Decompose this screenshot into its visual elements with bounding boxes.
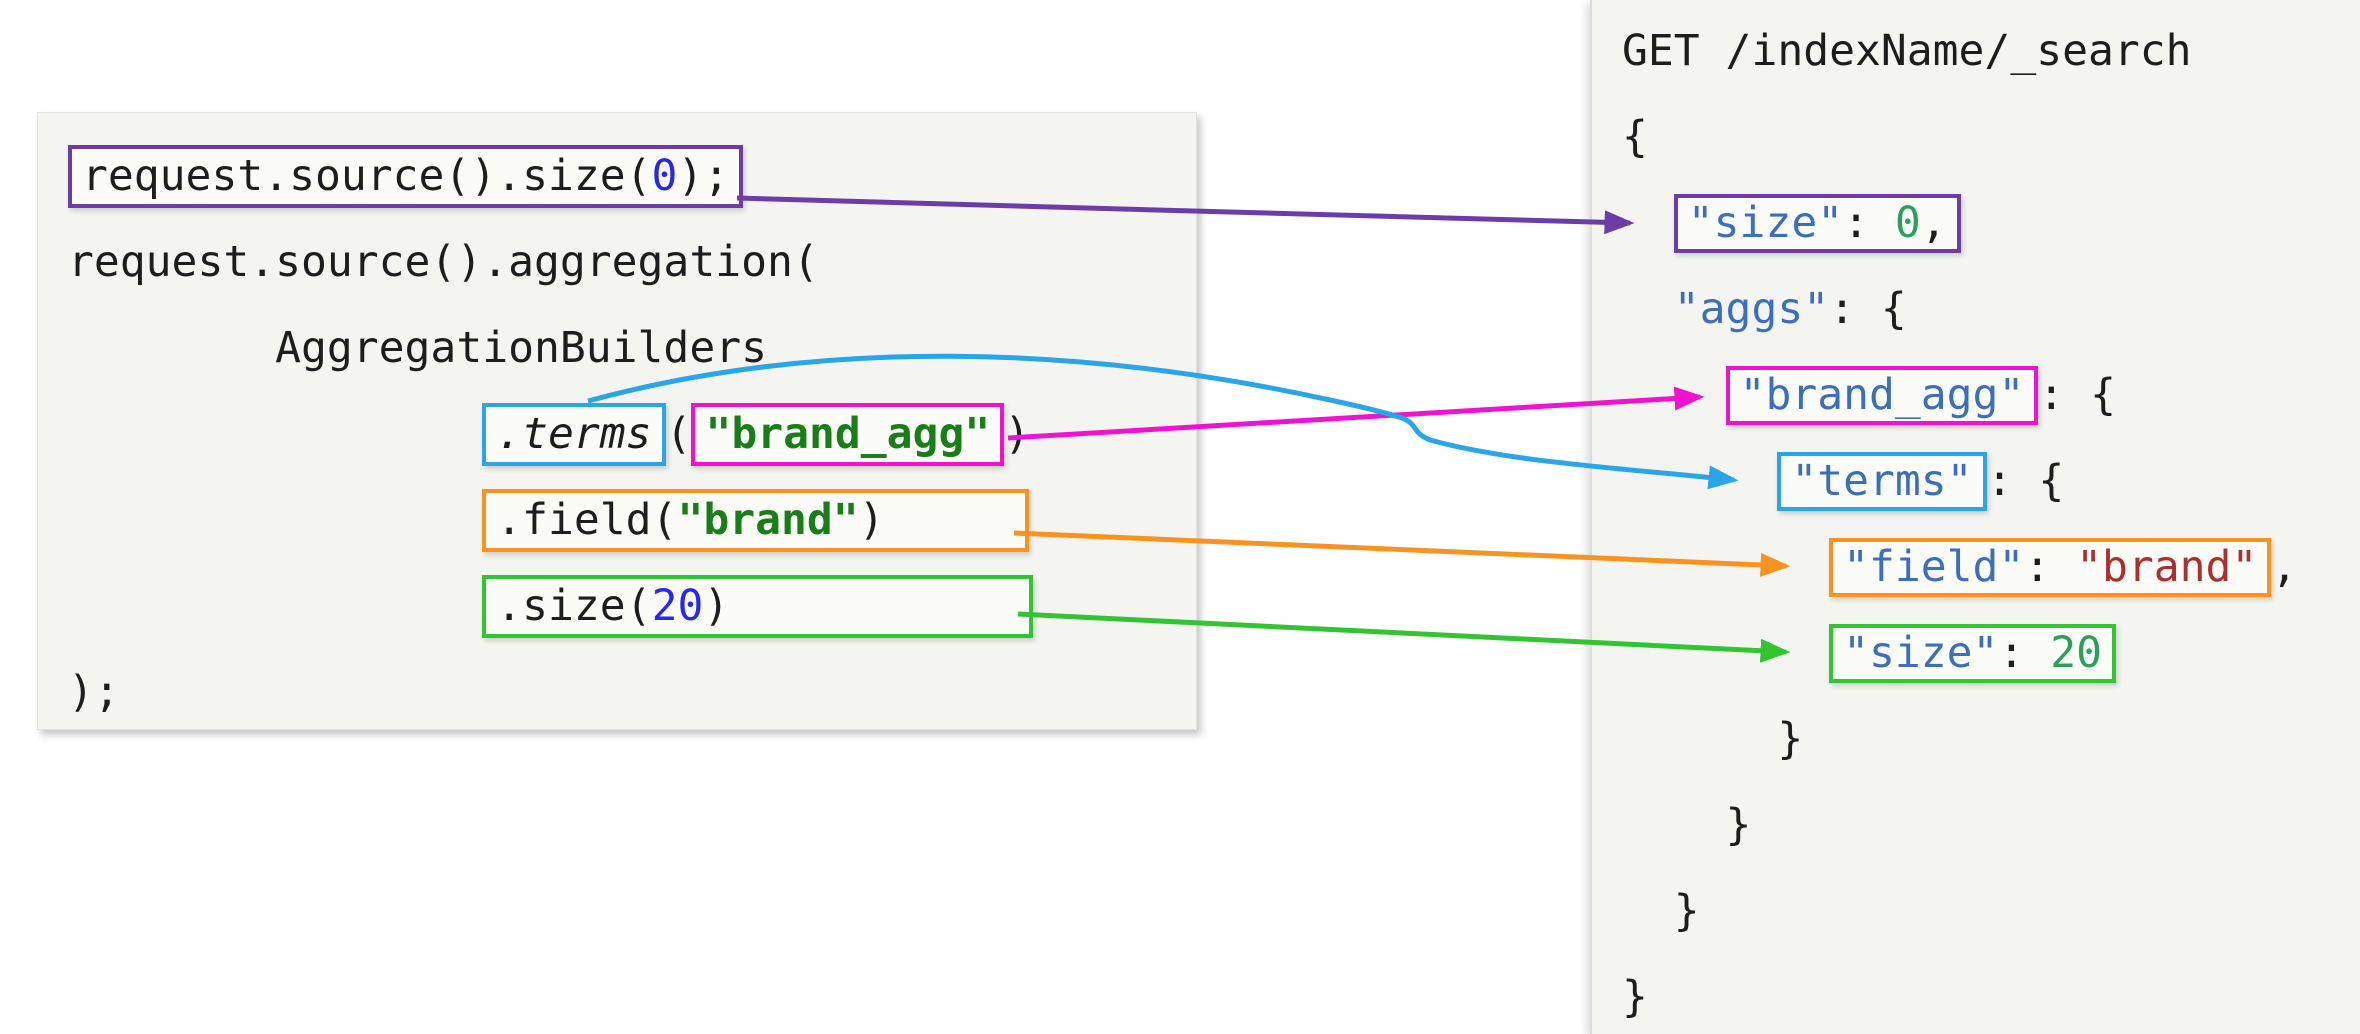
code-line: "size": 0,: [1622, 180, 2360, 266]
token-terms-key: "terms": [1791, 455, 1973, 506]
field-box-left: .field("brand"): [482, 488, 1029, 552]
token-close-brace: }: [1622, 799, 1752, 850]
code-line: }: [1622, 868, 2360, 954]
token-java-close: );: [677, 150, 730, 201]
indent: [68, 499, 482, 542]
code-line: .field("brand"): [68, 477, 1196, 563]
token-brand-string: "brand": [677, 494, 859, 545]
token-close-paren: ): [1004, 408, 1031, 459]
code-line: }: [1622, 696, 2360, 782]
token-close-brace: }: [1622, 971, 1648, 1022]
indent: [1622, 202, 1674, 245]
token-aggs-key: "aggs": [1673, 283, 1830, 334]
token-comma: ,: [1920, 197, 1947, 248]
indent: [1622, 374, 1726, 417]
code-line: GET /indexName/_search: [1622, 8, 2360, 94]
indent: [68, 585, 482, 628]
indent: [68, 413, 482, 456]
token-colon-brace: : {: [2038, 369, 2117, 420]
token-colon: :: [1843, 197, 1895, 248]
code-line: {: [1622, 94, 2360, 180]
request-method-line: GET /indexName/_search: [1622, 25, 2192, 76]
token-size-key: "size": [1687, 197, 1844, 248]
token-comma: ,: [2271, 541, 2298, 592]
size-twenty-box-left: .size(20): [482, 574, 1034, 638]
token-close-brace: }: [1622, 713, 1804, 764]
token-close-paren: ): [858, 494, 885, 545]
token-aggregation-builders: AggregationBuilders: [68, 322, 767, 373]
token-number-20: 20: [2050, 627, 2103, 678]
indent: [1622, 460, 1777, 503]
code-line: "brand_agg" : {: [1622, 352, 2360, 438]
token-size-call: .size(: [496, 580, 652, 631]
size-twenty-box-right: "size": 20: [1829, 623, 2117, 683]
token-number-0: 0: [651, 150, 678, 201]
indent: [1622, 632, 1829, 675]
code-line: request.source().aggregation(: [68, 219, 1196, 305]
token-colon-brace: : {: [1986, 455, 2065, 506]
token-field-key: "field": [1843, 541, 2025, 592]
code-line: );: [68, 649, 1196, 735]
indent: [1622, 546, 1829, 589]
code-line: }: [1622, 954, 2360, 1034]
token-colon: :: [1998, 627, 2051, 678]
token-open-paren: (: [665, 408, 692, 459]
terms-box-right: "terms": [1777, 451, 1987, 511]
token-colon: :: [2024, 541, 2077, 592]
token-open-brace: {: [1622, 111, 1648, 162]
token-java-aggregation-call: request.source().aggregation(: [68, 236, 819, 287]
field-box-right: "field": "brand": [1829, 537, 2272, 597]
code-line: }: [1622, 782, 2360, 868]
indent: [1622, 288, 1674, 331]
token-field-call: .field(: [496, 494, 678, 545]
code-line: .size(20): [68, 563, 1196, 649]
code-line: "terms" : {: [1622, 438, 2360, 524]
token-brand-agg-key: "brand_agg": [1739, 369, 2025, 420]
token-number-20: 20: [651, 580, 704, 631]
token-java-call: request.source().size(: [82, 150, 652, 201]
code-line: "aggs": {: [1622, 266, 2360, 352]
code-line: request.source().size(0);: [68, 133, 1196, 219]
token-terms-method: .terms: [496, 408, 652, 459]
code-line: "field": "brand",: [1622, 524, 2360, 610]
size-zero-box-right: "size": 0,: [1673, 193, 1961, 253]
code-line: AggregationBuilders: [68, 305, 1196, 391]
java-code-panel: request.source().size(0); request.source…: [37, 112, 1197, 730]
token-brand-value: "brand": [2076, 541, 2258, 592]
code-line: .terms ( "brand_agg"): [68, 391, 1196, 477]
token-size-key: "size": [1843, 627, 1999, 678]
dsl-query-panel: GET /indexName/_search { "size": 0, "agg…: [1590, 0, 2360, 1034]
token-number-0: 0: [1894, 197, 1921, 248]
size-zero-box-left: request.source().size(0);: [68, 144, 744, 208]
brand-agg-box-left: "brand_agg": [691, 402, 1005, 466]
token-colon-brace: : {: [1829, 283, 1907, 334]
token-close-brace: }: [1622, 885, 1700, 936]
brand-agg-box-right: "brand_agg": [1725, 365, 2039, 425]
terms-box-left: .terms: [482, 402, 666, 466]
code-line: "size": 20: [1622, 610, 2360, 696]
token-closing-statement: );: [68, 666, 120, 717]
token-brand-agg-string: "brand_agg": [705, 408, 991, 459]
token-close-paren: ): [703, 580, 730, 631]
